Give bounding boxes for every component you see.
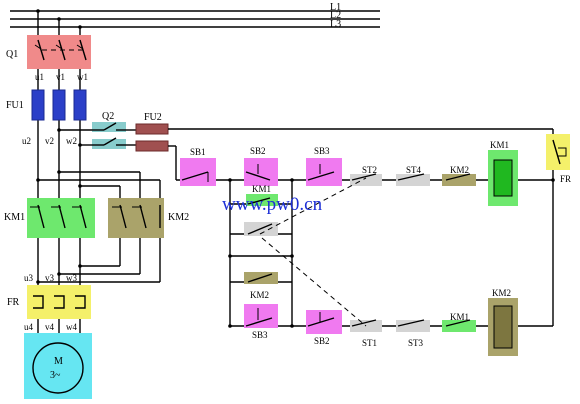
thermal-relay-fr: FR (7, 285, 91, 319)
label-km2-main: KM2 (168, 212, 189, 223)
label-km1-main: KM1 (4, 212, 25, 223)
label-sb2-top: SB2 (250, 146, 266, 156)
label-sb1: SB1 (190, 147, 206, 157)
switch-q2: Q2 (92, 111, 126, 149)
label-sb2-bottom: SB2 (314, 336, 330, 346)
label-l3: L3 (330, 19, 341, 30)
label-st3: ST3 (408, 338, 424, 348)
label-l2: L2 (330, 10, 341, 21)
label-u3: u3 (24, 273, 34, 283)
limit-switch-st3: ST3 (396, 319, 430, 348)
interlock-km1: KM1 (442, 312, 476, 332)
button-sb2-top: SB2 (244, 146, 278, 186)
label-km1-coil: KM1 (490, 140, 509, 150)
label-w3: w3 (66, 273, 77, 283)
label-q1: Q1 (6, 49, 18, 60)
coil-km2: KM2 (488, 288, 518, 356)
contactor-km2-main: KM2 (36, 170, 189, 284)
label-w1: w1 (77, 72, 88, 82)
label-q2: Q2 (102, 111, 114, 122)
breaker-q1: Q1 (6, 35, 91, 69)
fuse-fu2: FU2 (126, 112, 169, 152)
label-st2: ST2 (362, 165, 377, 175)
interlock-km2: KM2 (442, 165, 476, 186)
label-v4: v4 (45, 322, 55, 332)
label-km1-interlock: KM1 (450, 312, 469, 322)
fuse-fu1: FU1 (6, 89, 87, 121)
mechanical-link-lower (261, 237, 367, 327)
label-fr-contact: FR (560, 174, 571, 184)
label-km2-interlock: KM2 (450, 165, 469, 175)
label-u2: u2 (22, 136, 31, 146)
button-sb2-bottom: SB2 (306, 310, 342, 346)
limit-switch-st4: ST4 (396, 165, 430, 186)
label-w2: w2 (66, 136, 77, 146)
label-l1: L1 (330, 2, 341, 13)
label-v2: v2 (45, 136, 54, 146)
watermark: www.pw0.cn (222, 194, 323, 215)
limit-switch-st1: ST1 (350, 319, 382, 348)
contact-km1-hold: KM1 (246, 184, 278, 206)
button-sb1: SB1 (180, 147, 216, 186)
contact-fr: FR (546, 134, 571, 184)
coil-km1: KM1 (488, 140, 518, 206)
motor: M 3~ (24, 333, 92, 399)
label-sb3-top: SB3 (314, 146, 330, 156)
button-sb3-bottom: SB3 (244, 304, 278, 340)
contactor-km1-main: KM1 (4, 198, 95, 238)
label-km2-hold: KM2 (250, 290, 269, 300)
label-st4: ST4 (406, 165, 422, 175)
supply-bus: L1 L2 L3 (10, 2, 380, 30)
label-v3: v3 (45, 273, 55, 283)
label-w4: w4 (66, 322, 77, 332)
button-sb3-top: SB3 (306, 146, 342, 186)
label-u1: u1 (35, 72, 44, 82)
label-km2-coil: KM2 (492, 288, 511, 298)
label-st1: ST1 (362, 338, 377, 348)
label-motor: M (54, 356, 63, 367)
limit-switch-st2: ST2 (350, 165, 382, 186)
label-v1: v1 (56, 72, 65, 82)
mechanical-link-upper (259, 177, 367, 235)
label-fu2: FU2 (144, 112, 162, 123)
label-km1-hold: KM1 (252, 184, 271, 194)
label-fr-main: FR (7, 297, 20, 308)
label-fu1: FU1 (6, 100, 24, 111)
contact-middle: KM2 (244, 222, 278, 300)
label-u4: u4 (24, 322, 34, 332)
label-sb3-bottom: SB3 (252, 330, 268, 340)
label-motor-phase: 3~ (50, 370, 61, 381)
